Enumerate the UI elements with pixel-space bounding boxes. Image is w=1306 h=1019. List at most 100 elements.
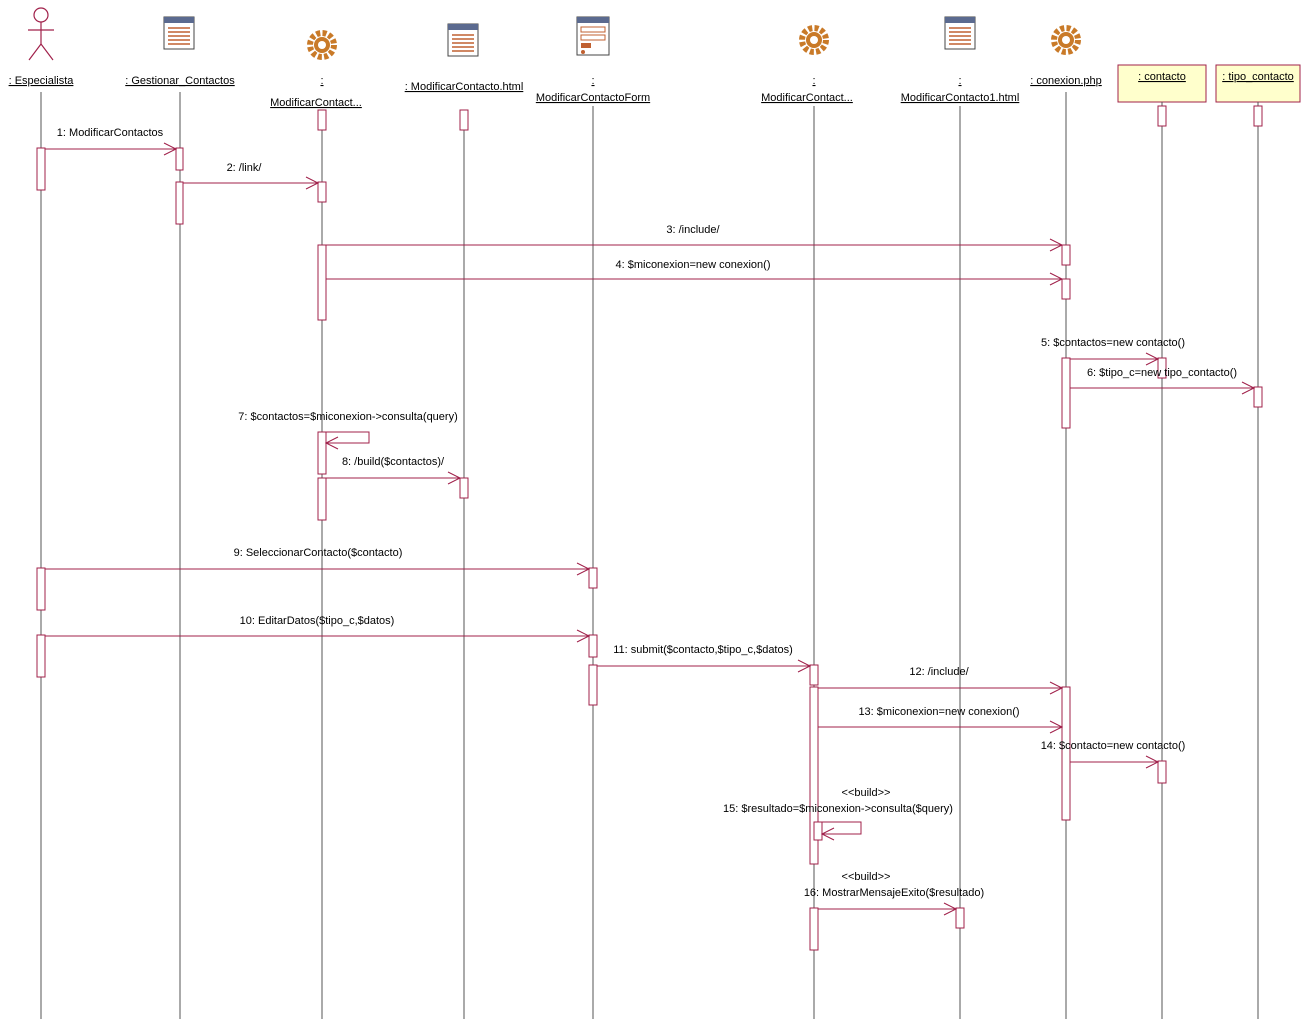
participant-modificarcontacto1-html[interactable]: : ModificarContacto1.html: [901, 16, 1020, 104]
message-labels: 1: ModificarContactos 2: /link/ 3: /incl…: [57, 127, 1237, 899]
participant-especialista[interactable]: : Especialista: [9, 7, 75, 87]
participant-tipo-contacto[interactable]: : tipo_contacto: [1215, 64, 1301, 103]
message-12[interactable]: [818, 681, 1064, 695]
activation-bar: [36, 634, 46, 678]
message-label: 9: SeleccionarContacto($contacto): [234, 547, 403, 559]
message-label: 3: /include/: [666, 224, 720, 236]
message-6[interactable]: [1070, 381, 1256, 395]
message-label: 11: submit($contacto,$tipo_c,$datos): [613, 644, 793, 656]
html-page-icon: [163, 16, 195, 50]
activation-bar: [1253, 105, 1263, 127]
message-7[interactable]: [324, 431, 370, 450]
participant-modificarcontact-controller-2[interactable]: : ModificarContact...: [761, 25, 853, 104]
gear-icon: [1051, 25, 1081, 55]
participant-label: : contacto: [1138, 71, 1186, 83]
participant-label: : Gestionar_Contactos: [125, 75, 235, 87]
participant-label: ModificarContact...: [270, 97, 362, 109]
participant-modificarcontact-controller-1[interactable]: : ModificarContact...: [270, 30, 362, 109]
actor-icon: [28, 7, 54, 61]
activation-bar: [588, 567, 598, 589]
activations: [36, 105, 1263, 951]
messages: [45, 142, 1256, 916]
lifelines: [40, 92, 1259, 1019]
message-15[interactable]: [818, 821, 862, 841]
gear-icon: [799, 25, 829, 55]
html-page-icon: [944, 16, 976, 50]
participant-conexion-php[interactable]: : conexion.php: [1030, 25, 1102, 87]
activation-bar: [588, 634, 598, 658]
participant-label-prefix: :: [812, 75, 815, 87]
participant-modificarcontacto-html[interactable]: : ModificarContacto.html: [405, 23, 524, 93]
activation-bar: [1061, 244, 1071, 266]
message-11[interactable]: [597, 659, 812, 673]
participant-contacto[interactable]: : contacto: [1117, 64, 1207, 103]
activation-bar: [175, 147, 184, 171]
message-10[interactable]: [45, 629, 591, 643]
participant-label: ModificarContact...: [761, 92, 853, 104]
activation-bar: [955, 907, 965, 929]
participant-label: ModificarContacto1.html: [901, 92, 1020, 104]
message-16[interactable]: [818, 902, 958, 916]
message-label: 2: /link/: [227, 162, 263, 174]
participant-label: ModificarContactoForm: [536, 92, 650, 104]
activation-bar: [459, 477, 469, 499]
activation-bar: [1253, 386, 1263, 408]
stereotype-label: <<build>>: [842, 871, 891, 883]
html-page-icon: [447, 23, 479, 57]
activation-bar: [317, 181, 327, 203]
message-label: 5: $contactos=new contacto(): [1041, 337, 1185, 349]
participant-label-prefix: :: [320, 75, 323, 87]
activation-bar: [809, 686, 819, 865]
activation-bar: [317, 431, 327, 475]
activation-bar: [1157, 105, 1167, 127]
message-label: 12: /include/: [909, 666, 969, 678]
message-2[interactable]: [183, 176, 320, 190]
participant-gestionar-contactos[interactable]: : Gestionar_Contactos: [125, 16, 235, 87]
activation-bar: [317, 109, 327, 131]
participant-label: : tipo_contacto: [1222, 71, 1294, 83]
stereotype-label: <<build>>: [842, 787, 891, 799]
activation-bar: [809, 664, 819, 686]
message-3[interactable]: [326, 238, 1064, 252]
activation-bar: [588, 664, 598, 706]
message-label: 6: $tipo_c=new tipo_contacto(): [1087, 367, 1237, 379]
message-label: 1: ModificarContactos: [57, 127, 164, 139]
form-icon: [576, 16, 610, 56]
message-label: 7: $contactos=$miconexion->consulta(quer…: [238, 411, 458, 423]
activation-bar: [1157, 760, 1167, 784]
activation-bar: [809, 907, 819, 951]
activation-bar: [1061, 357, 1071, 429]
activation-bar: [175, 181, 184, 225]
participant-modificarcontactoform[interactable]: : ModificarContactoForm: [536, 16, 650, 104]
participant-label: : ModificarContacto.html: [405, 81, 524, 93]
participant-label: : conexion.php: [1030, 75, 1102, 87]
participant-label-prefix: :: [591, 75, 594, 87]
activation-bar: [813, 821, 823, 841]
activation-bar: [1061, 278, 1071, 300]
message-label: 10: EditarDatos($tipo_c,$datos): [240, 615, 395, 627]
activation-bar: [1157, 357, 1167, 379]
message-label: 14: $contacto=new contacto(): [1041, 740, 1186, 752]
message-label: 15: $resultado=$miconexion->consulta($qu…: [723, 803, 953, 815]
message-label: 13: $miconexion=new conexion(): [858, 706, 1019, 718]
activation-bar: [1061, 686, 1071, 821]
message-1[interactable]: [45, 142, 178, 156]
message-label: 4: $miconexion=new conexion(): [615, 259, 770, 271]
activation-bar: [317, 477, 327, 521]
participant-label: : Especialista: [9, 75, 75, 87]
object-box: [1215, 64, 1301, 103]
message-14[interactable]: [1070, 755, 1160, 769]
message-4[interactable]: [326, 272, 1064, 286]
activation-bar: [459, 109, 469, 131]
message-5[interactable]: [1070, 352, 1160, 366]
message-label: 16: MostrarMensajeExito($resultado): [804, 887, 984, 899]
message-8[interactable]: [326, 471, 462, 485]
activation-bar: [36, 567, 46, 611]
message-label: 8: /build($contactos)/: [342, 456, 445, 468]
participant-label-prefix: :: [958, 75, 961, 87]
message-13[interactable]: [818, 720, 1064, 734]
message-9[interactable]: [45, 562, 591, 576]
gear-icon: [307, 30, 337, 60]
activation-bar: [317, 244, 327, 321]
